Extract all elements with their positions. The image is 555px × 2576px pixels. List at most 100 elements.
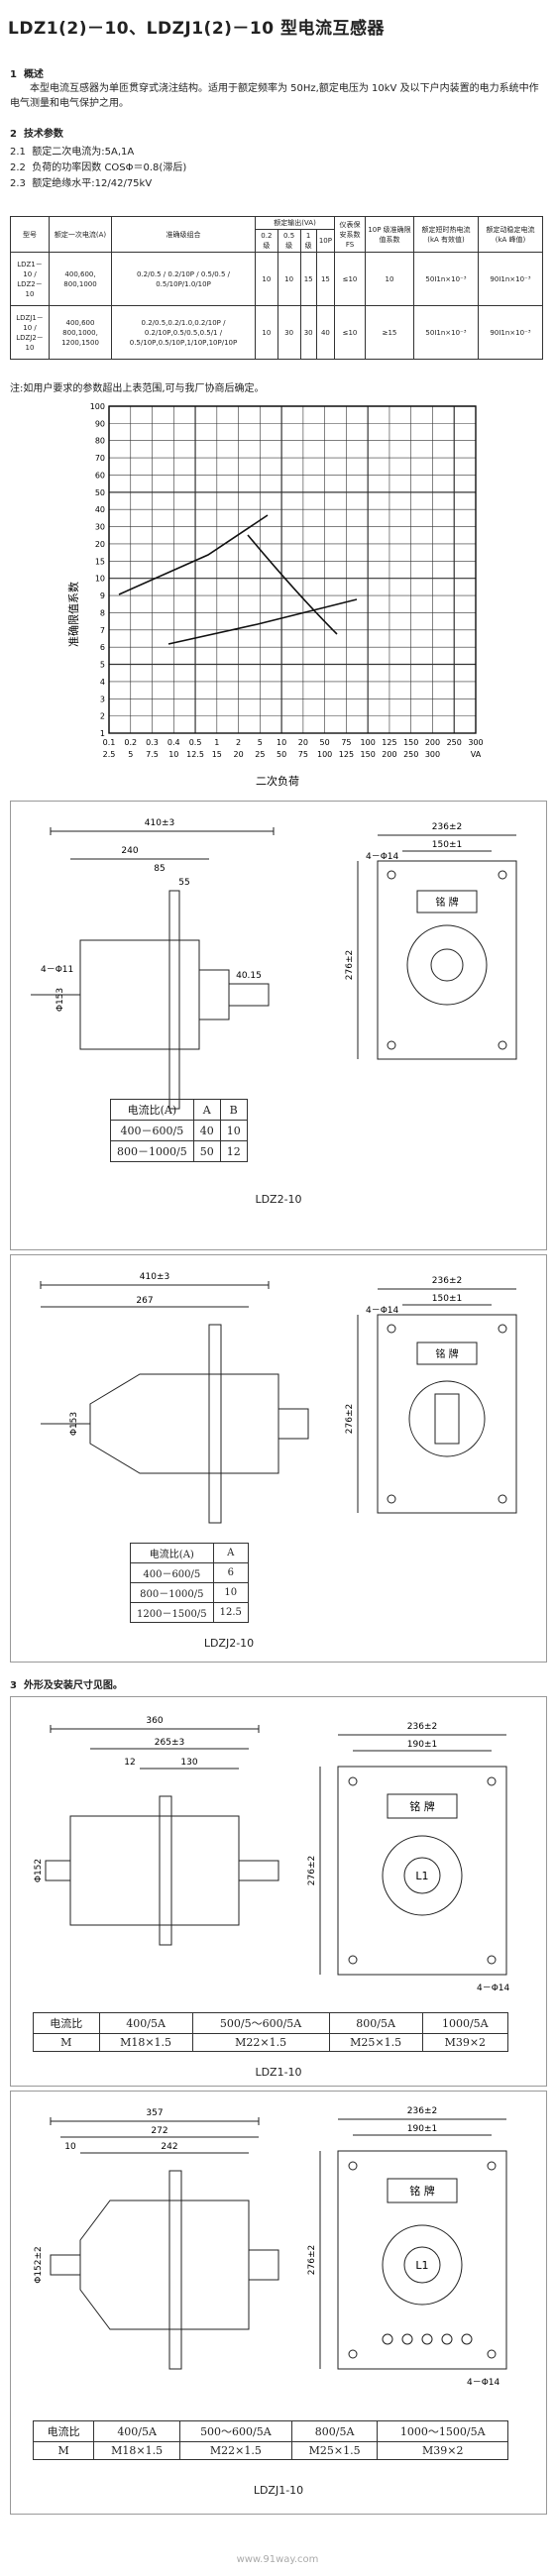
dim-corner-holes: 4－Φ14	[366, 1306, 399, 1316]
section-2-heading: 2 技术参数	[10, 125, 63, 140]
x-tick-label: 50	[320, 738, 330, 747]
dim-holes: 4－Φ14	[477, 1984, 510, 1993]
section-number: 3	[10, 1680, 17, 1691]
nameplate-label: 铭 牌	[409, 1799, 435, 1813]
ldzj1-drawing-panel: 357 272 242 10 Φ152±2 236±2 190±1 276±2 …	[10, 2091, 547, 2515]
dim-diameter: Φ153	[69, 1412, 79, 1436]
dim-hole: 55	[178, 878, 189, 888]
nameplate-label: 铭 牌	[435, 896, 458, 909]
curve-right	[247, 534, 338, 635]
y-tick-label: 80	[95, 437, 105, 446]
x-tick-label: 2	[236, 738, 241, 747]
th-grade: 10P	[315, 229, 336, 253]
dim-diameter: Φ153	[56, 988, 65, 1012]
dim-hole-pitch: 190±1	[407, 2124, 437, 2134]
x-tick-label: 20	[298, 738, 308, 747]
y-tick-label: 30	[95, 523, 105, 532]
section-title: 外形及安装尺寸见图。	[23, 1680, 123, 1691]
dim-height: 276±2	[345, 1404, 355, 1434]
x-tick-label: 5	[258, 738, 263, 747]
dim-right: 130	[180, 1758, 197, 1768]
param-item: 2.3 额定绝缘水平:12/42/75kV	[10, 178, 153, 189]
curve-lower	[167, 598, 358, 645]
y-tick-label: 4	[100, 678, 105, 687]
dim-width: 236±2	[432, 822, 462, 832]
dim-width: 236±2	[407, 1722, 437, 1732]
x-tick-label: 0.1	[103, 738, 116, 747]
ldz1-drawing-panel: 360 265±3 12 130 Φ152 236±2 190±1 276±2 …	[10, 1696, 547, 2087]
x-tick-label: 250	[447, 738, 462, 747]
y-tick-label: 20	[95, 540, 105, 549]
section-number: 2	[10, 129, 17, 140]
x-tick-label: 10	[168, 750, 178, 759]
x-tick-label: 0.5	[189, 738, 202, 747]
dim-height: 276±2	[307, 2245, 317, 2275]
y-tick-label: 6	[100, 643, 105, 652]
dim-hole-pitch: 190±1	[407, 1740, 437, 1750]
x-tick-label: 15	[212, 750, 222, 759]
y-axis-label: 准确限值系数	[67, 582, 80, 647]
y-tick-label: 3	[100, 695, 105, 703]
dim-width: 236±2	[432, 1276, 462, 1286]
ldzj1-caption: LDZJ1-10	[253, 2484, 304, 2497]
y-tick-label: 8	[100, 608, 105, 617]
dim-height: 276±2	[307, 1856, 317, 1885]
dim-overall: 410±3	[145, 818, 174, 828]
dim-left-part: 240	[121, 846, 138, 856]
x-tick-label: 250	[403, 750, 418, 759]
th-alf: 10P 级准确限值系数	[365, 216, 414, 253]
section-title: 技术参数	[23, 129, 63, 140]
x-tick-label: 100	[361, 738, 376, 747]
x-tick-label: 12.5	[186, 750, 204, 759]
dim-mid: 265±3	[155, 1738, 184, 1748]
th-output: 额定输出(VA)	[255, 216, 335, 230]
dim-hole-pitch: 150±1	[432, 1294, 462, 1304]
dim-inner: 242	[161, 2142, 177, 2152]
ldz1-drawing: 360 265±3 12 130 Φ152 236±2 190±1 276±2 …	[34, 1716, 510, 1993]
section-3-heading: 3 外形及安装尺寸见图。	[10, 1676, 123, 1691]
dim-height: 276±2	[345, 950, 355, 980]
dim-holes: 4－Φ11	[41, 965, 73, 975]
dim-diameter: Φ152	[34, 1859, 44, 1882]
y-tick-label: 2	[100, 712, 105, 721]
dim-mid: 272	[151, 2126, 167, 2136]
x-tick-label: 300	[468, 738, 483, 747]
y-tick-label: 7	[100, 626, 105, 635]
x-tick-label: 200	[382, 750, 396, 759]
th-current: 额定一次电流(A)	[49, 216, 112, 253]
th-thermal: 额定短时热电流(kA 有效值)	[413, 216, 479, 253]
terminal-label: L1	[415, 1870, 428, 1882]
param-item: 2.2 负荷的功率因数 COSΦ＝0.8(滞后)	[10, 162, 187, 173]
dim-holes: 4－Φ14	[467, 2378, 500, 2388]
th-grade: 0.2级	[255, 229, 278, 253]
y-tick-label: 60	[95, 471, 105, 480]
x-tick-label: 50	[277, 750, 286, 759]
note-text: 注:如用户要求的参数超出上表范围,可与我厂协商后确定。	[10, 383, 265, 394]
th-grade: 1级	[299, 229, 317, 253]
x-tick-label: 75	[298, 750, 308, 759]
x-tick-label: 125	[339, 750, 354, 759]
x-tick-label: 300	[425, 750, 440, 759]
spec-table: 型号 额定一次电流(A) 准确级组合 额定输出(VA) 仪表保安系数 FS 10…	[10, 216, 543, 360]
y-tick-label: 5	[100, 661, 105, 670]
dim-overall: 357	[146, 2108, 163, 2118]
dim-left: 12	[124, 1758, 135, 1768]
dim-hole-pitch: 150±1	[432, 840, 462, 850]
nameplate-label: 铭 牌	[409, 2184, 435, 2198]
x-tick-label: 5	[128, 750, 133, 759]
ldz2-drawing-panel: 410±3 240 85 55 40.15 Φ153 4－Φ11 236±2 1…	[10, 801, 547, 1250]
y-tick-label: 1	[100, 729, 105, 738]
terminal-label: L1	[415, 2259, 428, 2272]
ldzj2-drawing-panel: 410±3 267 Φ153 236±2 150±1 276±2 4－Φ14 铭…	[10, 1254, 547, 1663]
y-tick-label: 10	[95, 575, 105, 584]
x-tick-label: 2.5	[103, 750, 116, 759]
nameplate-label: 铭 牌	[435, 1347, 458, 1360]
y-tick-label: 70	[95, 454, 105, 463]
param-item: 2.1 额定二次电流为:5A,1A	[10, 147, 135, 158]
